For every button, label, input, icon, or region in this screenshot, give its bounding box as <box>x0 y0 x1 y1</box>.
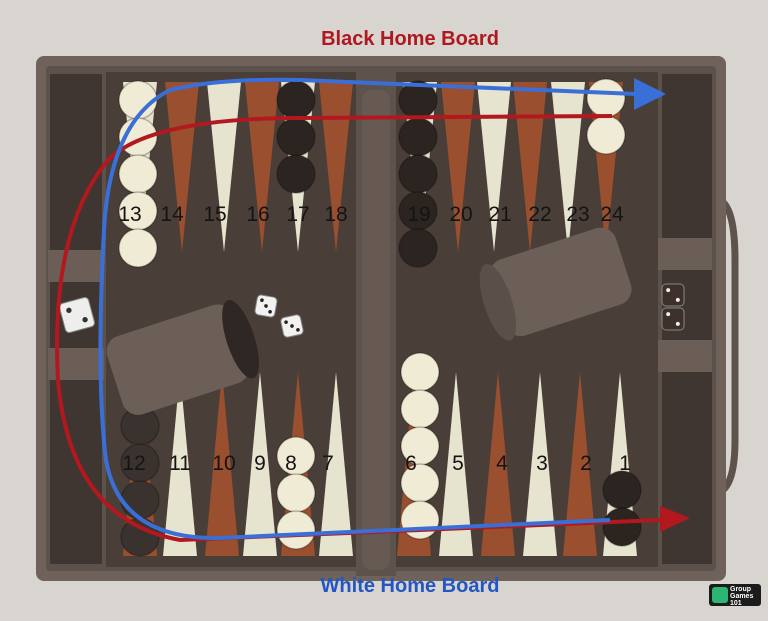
point-triangle-10 <box>205 372 239 556</box>
point-number-22: 22 <box>528 203 552 226</box>
point6-white-checker-5 <box>400 500 440 540</box>
point-number-8: 8 <box>285 452 297 475</box>
point-number-16: 16 <box>246 203 270 226</box>
point24-white-checker-2 <box>586 115 626 155</box>
point-triangle-2 <box>563 372 597 556</box>
point-number-5: 5 <box>452 452 464 475</box>
black-home-board-label: Black Home Board <box>321 28 499 50</box>
left-strap-top <box>48 250 104 282</box>
logo-line-1: Group <box>730 586 751 593</box>
checkers-layer <box>118 78 642 557</box>
point-number-4: 4 <box>496 452 508 475</box>
point-number-9: 9 <box>254 452 266 475</box>
die-top-center-a-pip-2 <box>264 304 268 308</box>
point17-black-checker-1 <box>276 80 316 120</box>
die-top-center-a-pip-1 <box>260 298 264 303</box>
point-number-10: 10 <box>212 452 236 475</box>
point6-white-checker-2 <box>400 389 440 429</box>
center-bar-cushion <box>362 90 390 570</box>
dice-cup-left <box>106 300 259 415</box>
white-home-board-label: White Home Board <box>320 575 500 597</box>
point-triangle-21 <box>477 82 511 252</box>
die-top-center-a-pip-3 <box>268 309 272 314</box>
point-triangle-9 <box>243 372 277 556</box>
die-top-center-a <box>254 294 278 318</box>
point-triangle-3 <box>523 372 557 556</box>
point17-black-checker-3 <box>276 154 316 194</box>
die-top-center-b-pip-2 <box>290 324 294 328</box>
point12-black-checker-4 <box>120 517 160 557</box>
die-top-center-b-pip-1 <box>284 320 288 324</box>
point-triangle-11 <box>163 372 197 556</box>
point12-black-checker-3 <box>120 480 160 520</box>
group-games-logo: Group Games 101 <box>709 584 761 607</box>
die-right-bar-b-pip-2 <box>675 321 680 326</box>
die-right-bar-b-body <box>661 307 685 331</box>
logo-text: Group Games 101 <box>730 586 760 607</box>
die-right-bar-a <box>661 283 685 307</box>
point-number-14: 14 <box>160 203 184 226</box>
point13-white-checker-5 <box>118 228 158 268</box>
point-number-24: 24 <box>600 203 624 226</box>
logo-mark-icon <box>712 587 728 603</box>
die-left-field-pip-1 <box>66 307 72 314</box>
right-strap-bottom <box>658 340 712 372</box>
point-number-13: 13 <box>118 203 142 226</box>
point1-black-checker-1 <box>602 470 642 510</box>
die-right-bar-b <box>661 307 685 331</box>
point-number-18: 18 <box>324 203 348 226</box>
point-number-15: 15 <box>203 203 227 226</box>
blue-arrow-head <box>634 78 666 110</box>
point-number-11: 11 <box>169 452 191 475</box>
red-arrow-path <box>55 114 661 543</box>
die-right-bar-a-body <box>661 283 685 307</box>
logo-line-2: Games <box>730 593 754 600</box>
die-top-center-b-pip-3 <box>296 328 300 332</box>
point19-black-checker-2 <box>398 117 438 157</box>
point1-black-checker-2 <box>602 507 642 547</box>
die-right-bar-a-pip-1 <box>666 288 671 293</box>
die-right-bar-b-pip-1 <box>666 312 671 317</box>
point-triangle-18 <box>319 82 353 252</box>
point19-black-checker-3 <box>398 154 438 194</box>
point-number-3: 3 <box>536 452 548 475</box>
logo-line-3: 101 <box>730 600 742 607</box>
point-triangle-4 <box>481 372 515 556</box>
point-number-20: 20 <box>449 203 473 226</box>
point-triangle-23 <box>551 82 585 252</box>
point-triangle-16 <box>245 82 279 252</box>
point-number-17: 17 <box>286 203 310 226</box>
dice-cup-right <box>479 227 632 341</box>
point-number-19: 19 <box>407 203 431 226</box>
point-triangle-15 <box>207 82 241 252</box>
die-left-field-body <box>59 297 95 333</box>
point-number-2: 2 <box>580 452 592 475</box>
point-triangle-20 <box>441 82 475 252</box>
point-triangle-7 <box>319 372 353 556</box>
point-number-1: 1 <box>619 452 631 475</box>
die-top-center-b <box>280 314 304 338</box>
point-number-6: 6 <box>405 452 417 475</box>
point17-black-checker-2 <box>276 117 316 157</box>
die-left-field <box>59 297 95 333</box>
die-left-field-pip-2 <box>82 316 88 323</box>
point6-white-checker-1 <box>400 352 440 392</box>
point-number-21: 21 <box>488 203 512 226</box>
dice-layer <box>59 283 685 338</box>
point-number-12: 12 <box>122 452 146 475</box>
point-triangle-22 <box>513 82 547 252</box>
die-right-bar-a-pip-2 <box>675 297 680 302</box>
point13-white-checker-3 <box>118 154 158 194</box>
red-arrow-head <box>660 506 690 532</box>
point-number-23: 23 <box>566 203 590 226</box>
blue-arrow-path <box>98 77 637 541</box>
point8-white-checker-3 <box>276 510 316 550</box>
point19-black-checker-5 <box>398 228 438 268</box>
point24-white-checker-1 <box>586 78 626 118</box>
right-strap-top <box>658 238 712 270</box>
point8-white-checker-2 <box>276 473 316 513</box>
point-triangle-5 <box>439 372 473 556</box>
point-number-7: 7 <box>322 452 334 475</box>
